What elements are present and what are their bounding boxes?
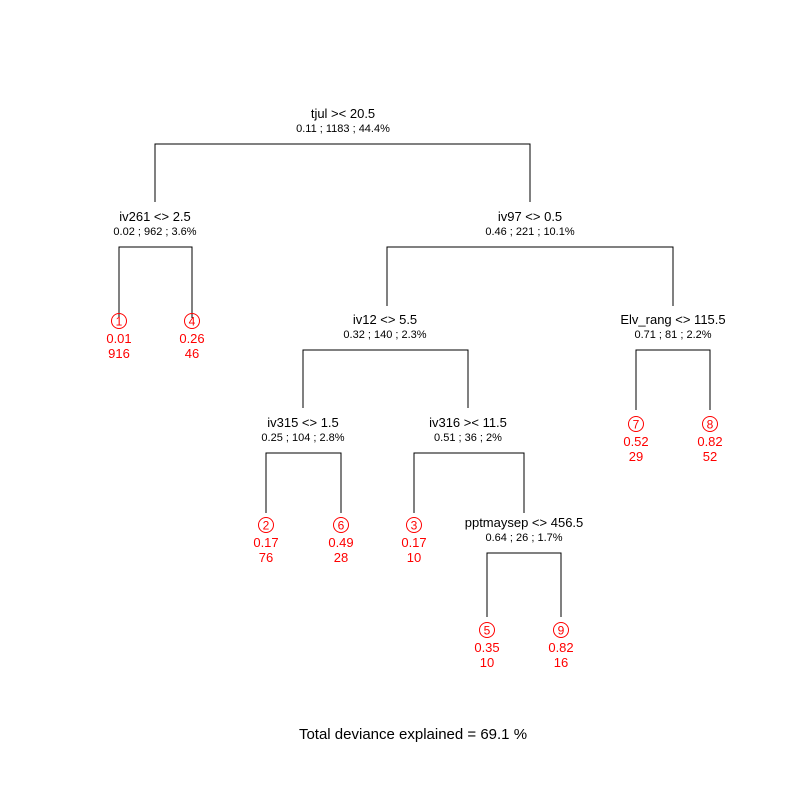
split-edge-root	[154, 143, 531, 202]
leaf-circle-icon	[406, 517, 422, 533]
split-edge-iv316	[413, 452, 525, 513]
split-edge-iv315	[265, 452, 342, 513]
tree-nodes: tjul >< 20.5 0.11 ; 1183 ; 44.4% iv261 <> …	[106, 106, 725, 670]
leaf-circle-icon	[184, 313, 200, 329]
leaf-count: 10	[480, 655, 494, 670]
split-label-iv315: iv315 <> 1.5	[267, 415, 339, 430]
leaf-number: 5	[484, 624, 491, 638]
leaf-count: 76	[259, 550, 273, 565]
split-label-ppt: pptmaysep <> 456.5	[465, 515, 584, 530]
split-edge-ppt	[486, 552, 562, 617]
split-stats-iv12: 0.32 ; 140 ; 2.3%	[343, 329, 426, 341]
split-label-iv12: iv12 <> 5.5	[353, 312, 417, 327]
leaf-number: 4	[189, 315, 196, 329]
leaf-circle-icon	[111, 313, 127, 329]
leaf-value: 0.82	[548, 640, 573, 655]
leaf-value: 0.35	[474, 640, 499, 655]
split-label-elv: Elv_rang <> 115.5	[620, 312, 725, 327]
leaf-number: 3	[411, 519, 418, 533]
split-stats-root: 0.11 ; 1183 ; 44.4%	[296, 123, 390, 135]
leaf-circle-icon	[553, 622, 569, 638]
leaf-number: 7	[633, 418, 640, 432]
leaf-value: 0.26	[179, 331, 204, 346]
leaf-count: 29	[629, 449, 643, 464]
leaf-number: 6	[338, 519, 345, 533]
split-label-iv316: iv316 >< 11.5	[429, 415, 507, 430]
split-stats-ppt: 0.64 ; 26 ; 1.7%	[485, 532, 562, 544]
leaf-circle-icon	[479, 622, 495, 638]
leaf-value: 0.17	[401, 535, 426, 550]
deviance-caption: Total deviance explained = 69.1 %	[299, 726, 527, 743]
leaf-value: 0.01	[106, 331, 131, 346]
leaf-number: 8	[707, 418, 714, 432]
tree-edges	[118, 143, 711, 617]
leaf-value: 0.49	[328, 535, 353, 550]
split-stats-iv316: 0.51 ; 36 ; 2%	[434, 432, 502, 444]
leaf-count: 10	[407, 550, 421, 565]
leaf-count: 46	[185, 346, 199, 361]
split-label-iv261: iv261 <> 2.5	[119, 209, 191, 224]
split-stats-iv261: 0.02 ; 962 ; 3.6%	[113, 226, 196, 238]
leaf-count: 52	[703, 449, 717, 464]
split-stats-iv97: 0.46 ; 221 ; 10.1%	[485, 226, 575, 238]
leaf-count: 916	[108, 346, 130, 361]
leaf-count: 16	[554, 655, 568, 670]
leaf-circle-icon	[333, 517, 349, 533]
split-edge-iv12	[302, 349, 469, 408]
split-edge-elv	[635, 349, 711, 410]
leaf-value: 0.17	[253, 535, 278, 550]
leaf-circle-icon	[258, 517, 274, 533]
leaf-number: 2	[263, 519, 270, 533]
leaf-circle-icon	[628, 416, 644, 432]
leaf-circle-icon	[702, 416, 718, 432]
split-edge-iv261	[118, 246, 193, 318]
split-label-root: tjul >< 20.5	[311, 106, 375, 121]
split-stats-elv: 0.71 ; 81 ; 2.2%	[634, 329, 711, 341]
leaf-count: 28	[334, 550, 348, 565]
leaf-value: 0.52	[623, 434, 648, 449]
split-stats-iv315: 0.25 ; 104 ; 2.8%	[261, 432, 344, 444]
leaf-number: 9	[558, 624, 565, 638]
leaf-number: 1	[116, 315, 123, 329]
split-edge-iv97	[386, 246, 674, 306]
leaf-value: 0.82	[697, 434, 722, 449]
split-label-iv97: iv97 <> 0.5	[498, 209, 562, 224]
